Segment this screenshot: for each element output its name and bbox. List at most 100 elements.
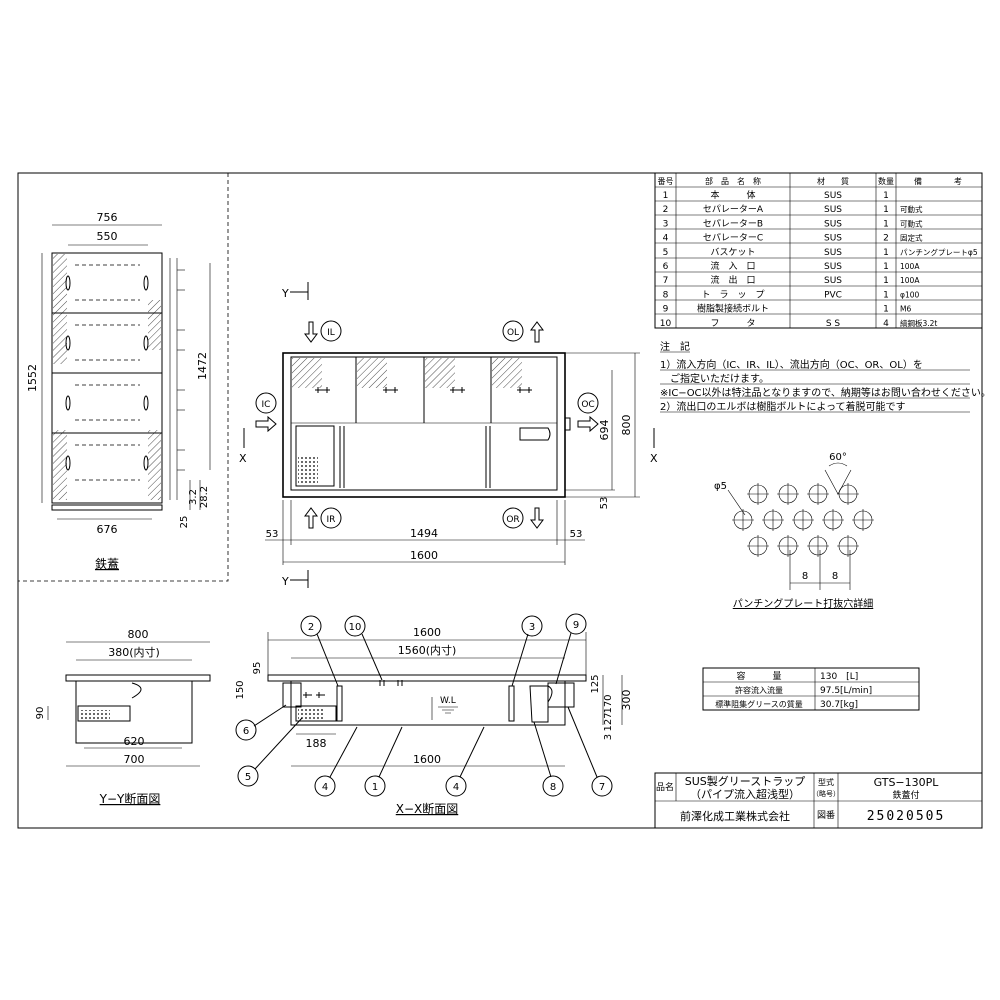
dim-756: 756 [97,211,118,224]
title-name-line1: SUS製グリーストラップ [685,774,805,788]
parts-cell-4-remark: 固定式 [900,233,923,243]
xx-dim-150: 150 [235,680,246,699]
parts-cell-7-no: 7 [663,276,669,286]
title-model-sub: 鉄蓋付 [892,789,919,801]
parts-cell-4-qty: 2 [883,234,889,244]
xx-dim-1600-top: 1600 [413,626,441,639]
parts-header-qty: 数量 [878,176,894,186]
lid-view-caption: 鉄蓋 [95,556,119,571]
parts-cell-2-qty: 1 [883,205,889,215]
title-model-label: 型式 [818,777,834,787]
parts-header-remark: 備 考 [914,176,962,186]
spec-value-3: 30.7[kg] [820,700,858,710]
parts-cell-9-qty: 1 [883,305,889,315]
plan-x-right: X [650,452,658,465]
plan-y-top: Y [281,287,289,300]
dir-ic: IC [262,400,271,410]
parts-cell-8-no: 8 [663,290,669,300]
parts-cell-1-material: SUS [824,191,842,201]
parts-cell-7-qty: 1 [883,276,889,286]
parts-cell-6-remark: 100A [900,262,920,271]
dir-oc: OC [581,400,594,410]
dir-ol: OL [507,328,519,338]
yy-dim-700: 700 [124,753,145,766]
dir-ir: IR [327,515,336,525]
dim-550: 550 [97,230,118,243]
parts-cell-2-remark: 可動式 [900,204,923,214]
plan-x-left: X [239,452,247,465]
punch-hole-center-1-1 [762,509,784,531]
xx-dim-1560: 1560(内寸) [398,643,457,657]
xx-wl: W.L [440,696,456,706]
parts-cell-3-qty: 1 [883,219,889,229]
sheet-border [17,172,983,829]
punch-hole-center-0-0 [747,483,769,505]
punch-pitch-1: 8 [802,571,808,582]
parts-cell-10-name: フ タ [710,318,755,329]
title-name-label: 品名 [656,781,674,793]
dim-53-right: 53 [599,497,610,510]
dim-53-left: 53 [266,529,279,540]
parts-cell-4-no: 4 [663,234,669,244]
parts-cell-5-remark: パンチングプレートφ5 [900,247,978,257]
dim-694: 694 [598,420,611,441]
parts-cell-10-no: 10 [660,319,672,329]
punch-hole-center-2-0 [747,535,769,557]
punch-hole-center-1-3 [822,509,844,531]
parts-cell-7-material: SUS [824,276,842,286]
parts-cell-6-material: SUS [824,262,842,272]
parts-cell-2-no: 2 [663,205,669,215]
note-line-4: 2）流出口のエルボは樹脂ボルトによって着脱可能です [660,400,906,413]
dim-3-2: 3.2 [188,489,199,505]
yy-dim-90: 90 [35,707,46,720]
parts-cell-6-qty: 1 [883,262,889,272]
balloon-5: 5 [245,772,251,783]
yy-dim-620: 620 [124,735,145,748]
balloon-4a: 4 [322,782,328,793]
balloon-2: 2 [308,622,314,633]
dim-1472: 1472 [196,352,209,380]
yy-caption: Y−Y断面図 [99,791,161,806]
dim-676: 676 [97,523,118,536]
parts-cell-3-name: セパレーターB [703,218,763,229]
punch-hole-center-1-0 [732,509,754,531]
spec-label-1: 容 量 [736,670,781,682]
balloon-4b: 4 [453,782,459,793]
xx-dim-127: 127 [603,712,614,731]
balloon-6: 6 [243,726,249,737]
plan-view: Y Y X X [239,282,658,588]
punch-hole-center-2-2 [807,535,829,557]
parts-header-name: 部 品 名 称 [705,176,761,186]
dir-il: IL [327,328,335,338]
parts-cell-9-remark: M6 [900,305,911,314]
parts-cell-1-name: 本 体 [710,189,755,201]
title-company: 前澤化成工業株式会社 [680,809,790,823]
title-drawing-label: 図番 [817,809,835,821]
punch-caption: パンチングプレート打抜穴詳細 [733,597,874,610]
note-line-2: ご指定いただけます。 [660,372,769,385]
dim-1494: 1494 [410,527,438,540]
parts-cell-8-qty: 1 [883,290,889,300]
parts-cell-1-qty: 1 [883,191,889,201]
dim-53-b: 53 [570,529,583,540]
punch-hole-center-0-1 [777,483,799,505]
xx-dim-125: 125 [590,674,601,693]
title-name-line2: （パイプ流入超浅型） [690,787,800,801]
dim-28-2: 28.2 [199,486,210,508]
punch-pitch-2: 8 [832,571,838,582]
punch-hole-center-1-4 [852,509,874,531]
parts-cell-8-material: PVC [824,290,842,300]
parts-cell-10-qty: 4 [883,319,889,329]
title-drawing-no: 25020505 [867,809,946,824]
title-block: 品名 SUS製グリーストラップ （パイプ流入超浅型） 型式 （略号） GTS−1… [654,772,983,829]
parts-cell-8-remark: φ100 [900,290,919,299]
plan-y-bot: Y [281,575,289,588]
lid-view: 756 550 1552 1472 3.2 28.2 25 676 鉄蓋 [18,173,229,582]
xx-dim-1600-bot: 1600 [413,753,441,766]
parts-header-material: 材 質 [817,176,849,186]
title-model-label2: （略号） [812,789,840,798]
spec-label-2: 許容流入流量 [735,685,783,695]
balloon-10: 10 [349,622,362,633]
parts-cell-8-name: ト ラ ッ プ [701,289,764,300]
balloon-7: 7 [599,782,605,793]
